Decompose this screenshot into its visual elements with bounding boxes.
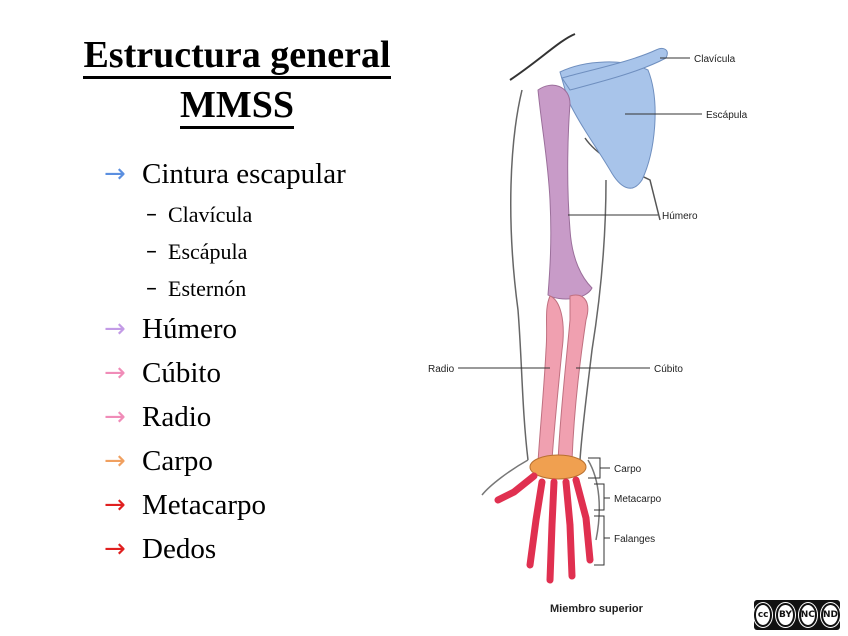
title-line-2: MMSS — [180, 84, 294, 129]
list-item-label: Radio — [142, 400, 212, 433]
label-cubito: Cúbito — [654, 364, 683, 375]
bracket-carpo — [588, 457, 610, 479]
ulna — [557, 294, 589, 463]
label-escapula: Escápula — [706, 110, 748, 121]
sub-item-label: Esternón — [168, 275, 247, 301]
arrow-icon: → — [104, 358, 126, 388]
list-item-dedos: → Dedos — [104, 527, 346, 571]
dash-icon: – — [146, 239, 157, 264]
arrow-icon: → — [104, 446, 126, 476]
list-item-label: Cintura escapular — [142, 157, 346, 190]
nc-icon: NC — [798, 603, 817, 627]
humerus — [537, 84, 593, 300]
finger-bones — [526, 478, 546, 569]
finger-bones — [562, 478, 576, 580]
sub-item-label: Escápula — [168, 238, 248, 264]
list-item-carpo: → Carpo — [104, 439, 346, 483]
thumb-bones — [494, 472, 538, 504]
finger-bones — [572, 476, 594, 564]
label-clavicula: Clavícula — [694, 54, 736, 65]
label-carpo: Carpo — [614, 464, 642, 475]
title-line-1: Estructura general — [83, 34, 391, 79]
label-humero: Húmero — [662, 211, 698, 222]
clavicle — [561, 47, 668, 91]
label-metacarpo: Metacarpo — [614, 494, 662, 505]
diagram-caption: Miembro superior — [550, 603, 644, 615]
arrow-icon: → — [104, 314, 126, 344]
slide-title: Estructura general MMSS — [52, 30, 422, 130]
list-item-label: Carpo — [142, 444, 213, 477]
cc-license-badge: cc BY NC ND — [754, 600, 840, 630]
list-item-label: Dedos — [142, 532, 217, 565]
bracket-metacarpo — [594, 483, 610, 511]
arrow-icon: → — [104, 159, 126, 189]
sub-item-escapula: – Escápula — [104, 233, 346, 270]
label-radio: Radio — [428, 364, 455, 375]
by-icon: BY — [776, 603, 795, 627]
sub-item-esternon: – Esternón — [104, 270, 346, 307]
sub-item-label: Clavícula — [168, 201, 253, 227]
list-item-label: Húmero — [142, 312, 238, 345]
nd-icon: ND — [820, 603, 840, 627]
hand-outline — [481, 459, 600, 541]
cc-icon: cc — [754, 603, 773, 627]
body-outline — [509, 33, 576, 81]
list-item-label: Cúbito — [142, 356, 221, 389]
list-item-radio: → Radio — [104, 395, 346, 439]
arm-outline-left — [510, 89, 529, 461]
dash-icon: – — [146, 276, 157, 301]
arrow-icon: → — [104, 490, 126, 520]
finger-bones — [546, 478, 558, 584]
list-item-cubito: → Cúbito — [104, 351, 346, 395]
bullet-list: → Cintura escapular – Clavícula – Escápu… — [104, 152, 346, 571]
label-falanges: Falanges — [614, 534, 655, 545]
list-item-label: Metacarpo — [142, 488, 266, 521]
list-item-metacarpo: → Metacarpo — [104, 483, 346, 527]
list-item-humero: → Húmero — [104, 307, 346, 351]
arm-diagram: Clavícula Escápula Húmero Radio Cúbito C… — [428, 33, 748, 615]
bracket-falanges — [594, 515, 610, 566]
carpus — [529, 454, 587, 480]
dash-icon: – — [146, 202, 157, 227]
arrow-icon: → — [104, 534, 126, 564]
arm-outline-right — [579, 179, 607, 461]
arrow-icon: → — [104, 402, 126, 432]
sub-item-clavicula: – Clavícula — [104, 196, 346, 233]
list-item-cintura: → Cintura escapular — [104, 152, 346, 196]
